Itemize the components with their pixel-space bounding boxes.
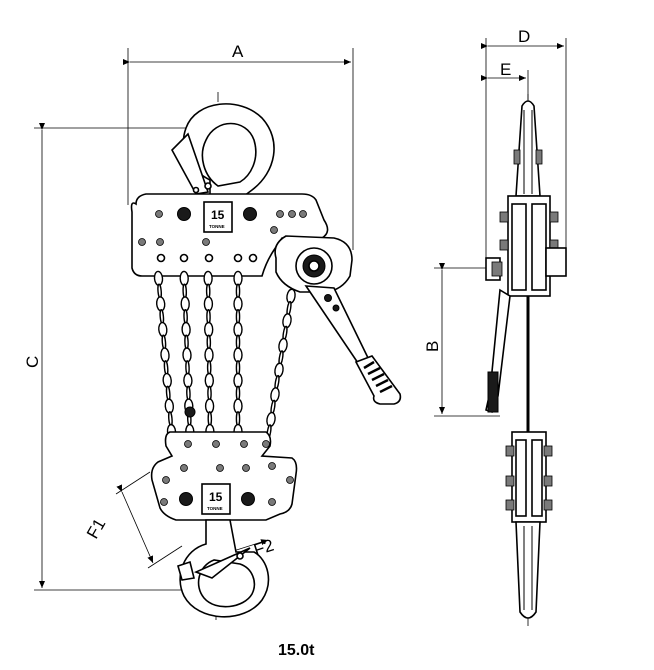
chain-link bbox=[204, 398, 215, 414]
load-chains bbox=[153, 270, 296, 440]
dimension-a-label: A bbox=[232, 42, 244, 61]
dimension-b-label: B bbox=[423, 341, 442, 352]
capacity-unit-top: TONNE bbox=[209, 224, 225, 229]
chain-link bbox=[161, 334, 167, 350]
chain-link bbox=[165, 385, 171, 401]
dimension-e: E bbox=[481, 60, 529, 100]
chain-link bbox=[235, 334, 241, 350]
chain-link bbox=[203, 270, 213, 287]
chain-link bbox=[180, 296, 190, 312]
chain-link bbox=[158, 321, 168, 338]
chain-link bbox=[179, 270, 189, 287]
chain-link bbox=[207, 411, 213, 427]
chain-link bbox=[233, 296, 243, 312]
chain-link bbox=[183, 372, 193, 389]
chain-link bbox=[206, 334, 212, 350]
chain-link bbox=[182, 347, 192, 363]
chain-link bbox=[233, 398, 243, 414]
capacity-plate-bottom bbox=[201, 483, 231, 515]
chain-link bbox=[233, 270, 243, 287]
dimension-c-label: C bbox=[23, 356, 42, 368]
side-view bbox=[485, 94, 567, 626]
chain-link bbox=[185, 360, 190, 376]
top-hook bbox=[171, 92, 275, 200]
capacity-number-bottom: 15 bbox=[209, 490, 223, 504]
chain-link bbox=[186, 385, 191, 401]
chain-link bbox=[183, 309, 188, 325]
capacity-plate-top bbox=[203, 201, 233, 233]
dimension-b: B bbox=[423, 263, 500, 417]
dimension-c: C bbox=[23, 123, 200, 591]
chain-link bbox=[233, 321, 243, 338]
chain-link bbox=[162, 372, 172, 389]
chain-link bbox=[233, 347, 243, 363]
chain-link bbox=[235, 283, 241, 299]
chain-link bbox=[155, 296, 166, 312]
lever-handle bbox=[274, 235, 402, 405]
chain-link bbox=[181, 321, 191, 338]
chain-link bbox=[205, 283, 211, 299]
chain-link bbox=[235, 360, 241, 376]
chain-link bbox=[206, 360, 212, 376]
dimension-a: A bbox=[123, 42, 354, 250]
chain-link bbox=[203, 296, 214, 312]
dimension-d-label: D bbox=[518, 27, 530, 46]
dimension-e-label: E bbox=[500, 60, 511, 79]
chain-link bbox=[235, 309, 241, 325]
chain-link bbox=[207, 385, 212, 401]
chain-link bbox=[160, 347, 170, 363]
chain-link bbox=[159, 309, 165, 325]
chain-link bbox=[184, 334, 189, 350]
chain-link bbox=[204, 372, 215, 389]
capacity-caption: 15.0t bbox=[278, 642, 315, 659]
chain-link bbox=[233, 372, 243, 389]
capacity-number-top: 15 bbox=[211, 208, 225, 222]
chain-link bbox=[153, 270, 164, 287]
chain-link bbox=[203, 321, 214, 338]
chain-link bbox=[182, 283, 188, 299]
chain-link bbox=[157, 283, 162, 299]
chain-link bbox=[168, 411, 173, 427]
chain-link bbox=[235, 385, 241, 401]
bottom-block: 15 TONNE bbox=[150, 406, 298, 521]
bottom-hook bbox=[177, 519, 270, 622]
top-body: 15 TONNE bbox=[130, 193, 329, 277]
dimension-f1-label: F1 bbox=[83, 515, 109, 542]
chain-link bbox=[206, 309, 211, 325]
capacity-unit-bottom: TONNE bbox=[207, 506, 223, 511]
chain-link bbox=[204, 347, 214, 363]
chain-link bbox=[235, 411, 241, 427]
chain-link bbox=[163, 360, 169, 376]
chain-link bbox=[164, 398, 175, 414]
